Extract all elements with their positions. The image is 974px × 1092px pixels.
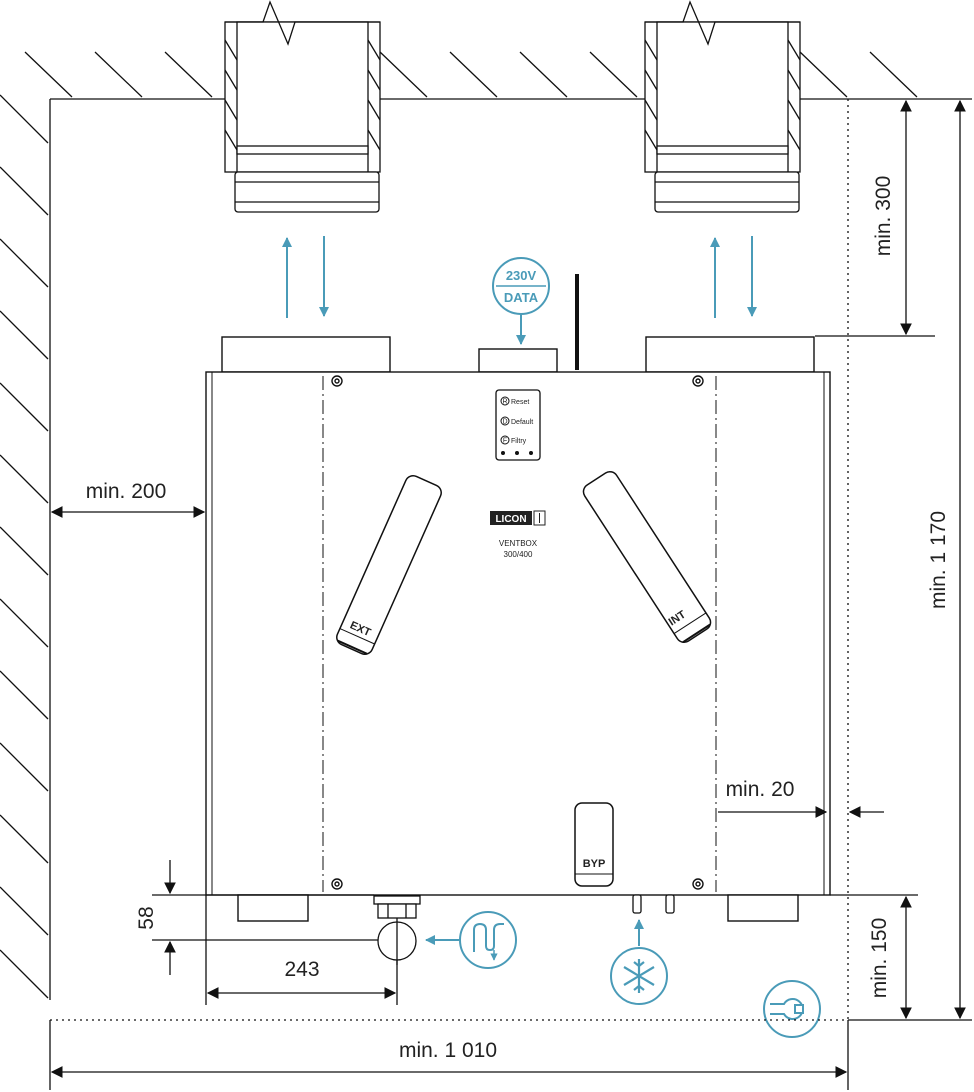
filter-ext[interactable]: EXT [334, 473, 444, 657]
airflow-arrows [282, 236, 757, 318]
clearance-lines [50, 99, 849, 1021]
filter-letter: F [503, 438, 507, 445]
dim-bottom-clearance: min. 150 [868, 918, 891, 999]
bypass-label: BYP [583, 858, 606, 870]
drain-nozzles [632, 894, 675, 914]
reset-label: Reset [511, 399, 529, 406]
filter-button[interactable]: F Filtry [500, 435, 527, 445]
condensate-fitting [373, 895, 421, 965]
model-name: VENTBOX [499, 539, 538, 548]
dim-total-width: min. 1 010 [399, 1039, 497, 1062]
dim-left-clearance: min. 200 [86, 480, 167, 503]
bypass-cover[interactable]: BYP [574, 802, 614, 887]
dim-height: min. 1 170 [927, 511, 950, 609]
filter-label: Filtry [511, 438, 527, 445]
ceiling [24, 51, 926, 100]
duct-right [644, 0, 801, 213]
dimension-lines [49, 98, 972, 1090]
reset-button[interactable]: R Reset [500, 396, 529, 406]
badge-line-2: DATA [504, 290, 539, 305]
ventilation-unit [205, 274, 831, 922]
brand-block: LICON VENTBOX 300/400 [490, 510, 546, 559]
filter-int[interactable]: INT [580, 469, 713, 646]
default-button[interactable]: D Default [500, 416, 533, 426]
power-data-icon: 230V DATA [492, 257, 550, 345]
dim-side-gap: min. 20 [726, 778, 795, 801]
led-2 [515, 451, 519, 455]
dimension-labels: min. 200 min. 300 min. 1 170 min. 20 min… [86, 176, 950, 1062]
brand-logo: LICON [495, 514, 526, 525]
control-panel: R Reset D Default F Filtry [495, 389, 541, 461]
frost-icon [610, 919, 668, 1005]
duct-left [224, 0, 381, 213]
led-3 [529, 451, 533, 455]
condensate-drain-icon [425, 911, 517, 969]
service-icon [763, 980, 821, 1038]
reset-letter: R [502, 399, 507, 406]
default-label: Default [511, 419, 533, 426]
default-letter: D [502, 419, 507, 426]
dim-vertical-offset: 58 [135, 906, 158, 929]
dim-top-clearance: min. 300 [872, 176, 895, 257]
dim-horizontal-offset: 243 [284, 958, 319, 981]
led-1 [501, 451, 505, 455]
model-variant: 300/400 [504, 550, 533, 559]
badge-line-1: 230V [506, 268, 537, 283]
left-wall [0, 94, 51, 1000]
